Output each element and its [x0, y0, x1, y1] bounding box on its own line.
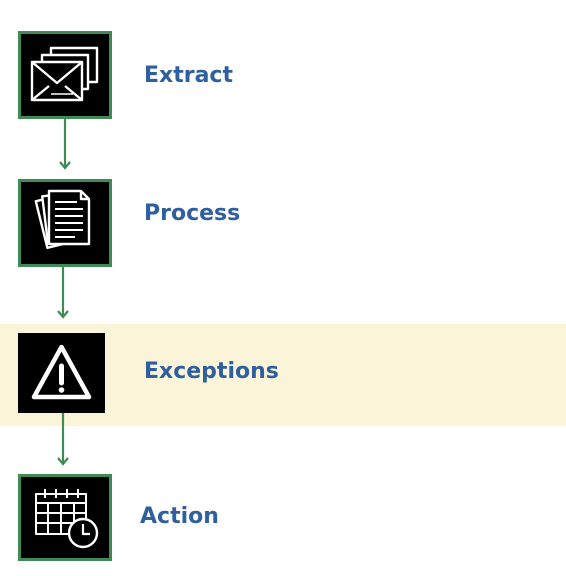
- connector-process-to-exceptions: [57, 266, 69, 319]
- step-label-exceptions: Exceptions: [144, 359, 279, 384]
- calendar-clock-icon: [18, 474, 112, 561]
- documents-icon: [18, 179, 112, 267]
- connector-extract-to-process: [59, 118, 71, 170]
- envelopes-icon: [18, 31, 112, 119]
- step-label-process: Process: [144, 201, 241, 226]
- step-label-extract: Extract: [144, 63, 233, 88]
- step-label-action: Action: [140, 504, 219, 529]
- warning-icon: [18, 333, 105, 413]
